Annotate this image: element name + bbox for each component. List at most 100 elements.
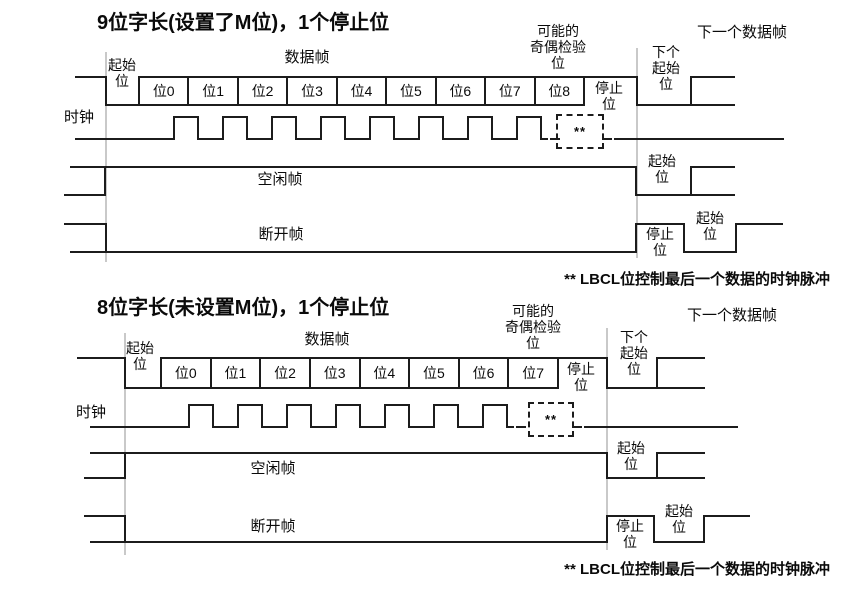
frame-end-separator: [636, 48, 638, 258]
clock-pulse-segment: [418, 116, 420, 140]
break-end-rise: [703, 515, 705, 543]
idle-frame-label: 空闲帧: [250, 460, 296, 477]
idle-drop-edge: [635, 166, 637, 196]
label-line: 位: [133, 356, 147, 372]
clock-pulse-segment: [320, 116, 322, 140]
bit-cell: 位8: [533, 76, 585, 106]
clock-label: 时钟: [75, 404, 106, 421]
clock-pulse-segment: [188, 404, 190, 428]
start-bit-label: 起始 位: [100, 57, 144, 89]
label-line: 位: [627, 361, 641, 377]
clock-pulse-segment: [482, 404, 508, 406]
break-stop-label: 停止 位: [607, 518, 653, 550]
clock-pulse-segment: [237, 404, 239, 428]
break-stop-high: [606, 515, 655, 517]
break-start-label: 起始 位: [686, 210, 734, 242]
clock-pulse-segment: [286, 404, 312, 406]
clock-pulse-segment: [433, 404, 435, 428]
label-line: 可能的: [537, 23, 579, 39]
label-line: 位: [623, 534, 637, 550]
clock-pulse-segment: [261, 404, 263, 428]
idle-next-start-low: [606, 477, 658, 479]
idle-next-frame-edge: [656, 452, 658, 479]
stop-bit-high: [583, 76, 638, 78]
lbcl-asterisks: **: [573, 124, 587, 139]
label-line: 停止: [646, 226, 674, 242]
clock-lead-low: [75, 138, 173, 140]
start-edge: [105, 76, 107, 106]
data-frame-label: 数据帧: [284, 49, 330, 66]
start-edge: [124, 357, 126, 389]
label-line: 停止: [595, 80, 623, 96]
next-start-label: 下个 起始 位: [610, 329, 658, 377]
label-line: 位: [672, 519, 686, 535]
clock-pulse-segment: [467, 116, 493, 118]
idle-next-frame-top: [690, 166, 735, 168]
bit-cell: 位6: [457, 357, 510, 389]
next-frame-top-rail: [656, 357, 705, 359]
clock-pulse-segment: [384, 404, 386, 428]
clock-label: 时钟: [63, 109, 94, 126]
label-line: 起始: [696, 210, 724, 226]
label-line: 位: [655, 169, 669, 185]
break-low-line: [90, 541, 608, 543]
break-stop-rise: [635, 223, 637, 253]
label-line: 起始: [108, 57, 136, 73]
idle-drop-edge: [606, 452, 608, 479]
clock-pulse-segment: [408, 404, 410, 428]
bit-cell: 位6: [434, 76, 487, 106]
next-frame-bottom-rail: [690, 104, 735, 106]
clock-pulse-segment: [320, 116, 346, 118]
stop-bit-label: 停止 位: [558, 361, 604, 393]
data-idle-high: [75, 76, 107, 78]
start-bit-low: [124, 387, 162, 389]
break-stop-rise: [606, 515, 608, 543]
label-line: 下个: [652, 44, 680, 60]
bit-cell: 位4: [358, 357, 411, 389]
bit-cell: 位7: [507, 357, 559, 389]
bit-cell: 位2: [259, 357, 311, 389]
next-start-low: [636, 104, 692, 106]
lbcl-optional-pulse-box: **: [528, 402, 574, 437]
clock-pulse-segment: [344, 116, 346, 140]
idle-rise-edge: [104, 166, 106, 196]
break-frame-label: 断开帧: [250, 518, 296, 535]
label-line: 起始: [620, 345, 648, 361]
clock-dash: [602, 138, 612, 140]
start-bit-label: 起始 位: [118, 340, 162, 372]
idle-high-line: [90, 452, 608, 454]
break-start-drop: [683, 223, 685, 253]
clock-dash: [550, 138, 560, 140]
stop-bit-high: [557, 357, 608, 359]
label-line: 奇偶检验: [505, 319, 561, 335]
stop-bit-label: 停止 位: [585, 80, 633, 112]
clock-pulse-segment: [433, 404, 459, 406]
bit-cell: 位0: [138, 76, 190, 106]
break-start-low: [653, 541, 705, 543]
idle-high-line: [70, 166, 637, 168]
break-drop-edge: [105, 223, 107, 253]
label-line: 下个: [620, 329, 648, 345]
idle-low-stub: [64, 194, 106, 196]
clock-pulse-segment: [393, 116, 395, 140]
bit-cell: 位0: [160, 357, 212, 389]
clock-pulse-segment: [246, 116, 248, 140]
label-line: 位: [115, 73, 129, 89]
next-frame-label: 下一个数据帧: [696, 24, 787, 41]
clock-pulse-segment: [212, 426, 237, 428]
frame-end-separator: [606, 328, 608, 550]
bit-cell: 位4: [335, 76, 388, 106]
clock-pulse-segment: [261, 426, 286, 428]
clock-pulse-segment: [271, 116, 273, 140]
next-start-label: 下个 起始 位: [642, 44, 690, 92]
clock-pulse-segment: [442, 116, 444, 140]
clock-pulse-segment: [482, 404, 484, 428]
clock-pulse-segment: [516, 116, 542, 118]
clock-pulse-segment: [369, 116, 371, 140]
clock-pulse-segment: [369, 116, 395, 118]
bit-cell: 位3: [286, 76, 338, 106]
clock-pulse-segment: [295, 138, 320, 140]
clock-pulse-segment: [393, 138, 418, 140]
break-high-stub: [64, 223, 107, 225]
